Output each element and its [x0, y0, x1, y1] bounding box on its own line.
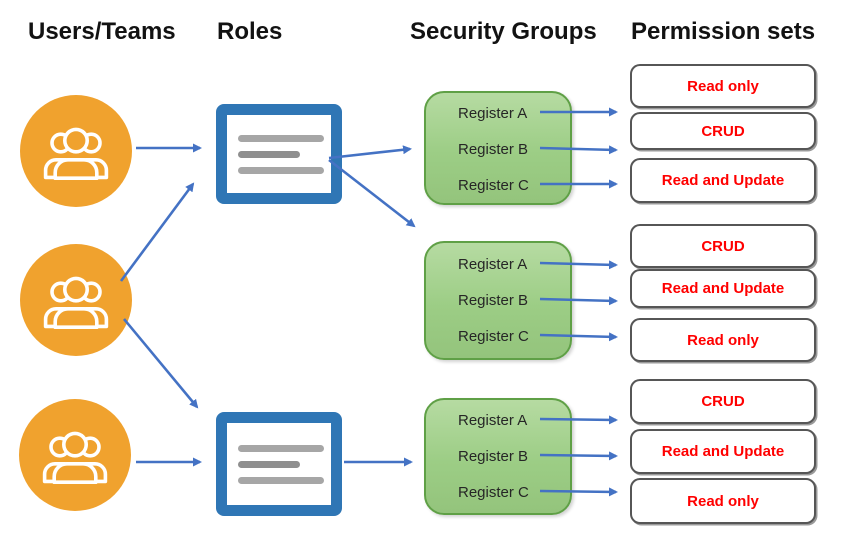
text-line [238, 460, 300, 468]
permission-box: Read only [630, 318, 816, 362]
permission-box: CRUD [630, 224, 816, 268]
role-document-icon [227, 423, 331, 505]
team-circle-3 [19, 399, 131, 511]
security-group-3: Register A Register B Register C [424, 398, 572, 515]
column-header-security-groups: Security Groups [410, 18, 597, 45]
permission-box: Read only [630, 478, 816, 524]
register-label: Register C [458, 177, 529, 194]
team-circle-2 [20, 244, 132, 356]
arrow-team2-role1 [119, 182, 195, 282]
users-group-icon [42, 431, 108, 484]
register-label: Register B [458, 448, 529, 465]
register-label: Register A [458, 256, 528, 273]
permission-label: CRUD [701, 122, 745, 140]
permission-box: CRUD [630, 112, 816, 150]
permission-box: Read and Update [630, 269, 816, 308]
text-line [238, 166, 324, 174]
text-line [238, 134, 324, 142]
register-label: Register B [458, 141, 529, 158]
text-line [238, 444, 324, 452]
column-header-roles: Roles [217, 18, 283, 45]
column-header-users-teams: Users/Teams [28, 18, 176, 45]
text-line [238, 150, 300, 158]
permission-box: Read and Update [630, 429, 816, 474]
role-card-2 [216, 412, 342, 516]
permission-box: Read only [630, 64, 816, 108]
users-group-icon [43, 276, 109, 329]
register-label: Register C [458, 484, 529, 501]
permission-label: Read only [687, 77, 759, 95]
users-group-icon [43, 127, 109, 180]
permission-box: CRUD [630, 379, 816, 424]
column-header-permission-sets: Permission sets [631, 18, 816, 45]
register-label: Register C [458, 328, 529, 345]
permission-box: Read and Update [630, 158, 816, 203]
permission-label: Read and Update [661, 280, 785, 297]
permission-label: Read and Update [661, 443, 785, 460]
role-card-1 [216, 104, 342, 204]
permission-label: Read only [687, 492, 759, 510]
register-label: Register A [458, 105, 528, 122]
register-label: Register A [458, 412, 528, 429]
permission-label: Read and Update [661, 172, 785, 189]
permission-label: Read only [687, 331, 759, 349]
permission-label: CRUD [701, 237, 745, 255]
text-line [238, 476, 324, 484]
security-group-1: Register A Register B Register C [424, 91, 572, 205]
security-group-2: Register A Register B Register C [424, 241, 572, 360]
arrow-team2-role2 [122, 318, 199, 409]
role-document-icon [227, 115, 331, 193]
register-label: Register B [458, 292, 529, 309]
team-circle-1 [20, 95, 132, 207]
permission-label: CRUD [701, 393, 745, 410]
